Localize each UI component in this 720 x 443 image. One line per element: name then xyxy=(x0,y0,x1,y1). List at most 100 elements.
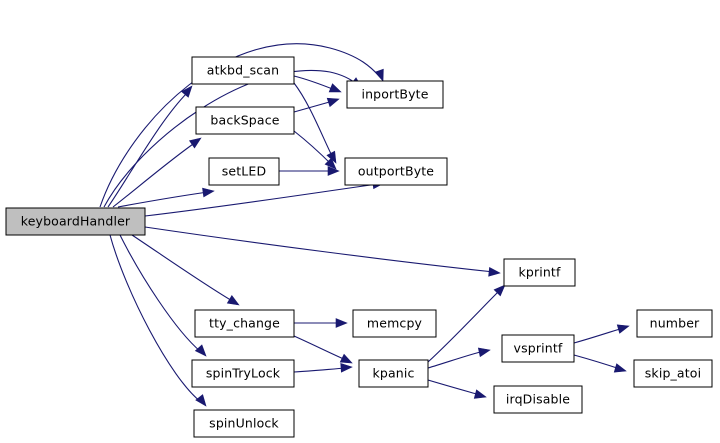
edge-keyboardHandler-to-kprintf xyxy=(144,226,501,277)
edge-tty_change-to-kpanic xyxy=(293,335,353,364)
node-label: inportByte xyxy=(361,87,428,102)
edge-line xyxy=(293,100,334,113)
node-label: kprintf xyxy=(518,265,561,280)
node-label: irqDisable xyxy=(506,392,570,407)
node-tty_change[interactable]: tty_change xyxy=(194,309,295,338)
node-label: atkbd_scan xyxy=(207,63,279,78)
arrowhead-icon xyxy=(488,267,501,277)
node-box[interactable] xyxy=(346,80,444,109)
node-vsprintf[interactable]: vsprintf xyxy=(501,334,575,363)
edge-kpanic-to-vsprintf xyxy=(427,347,491,369)
edge-line xyxy=(103,69,359,208)
node-box[interactable] xyxy=(191,56,295,85)
node-spinUnlock[interactable]: spinUnlock xyxy=(193,409,295,438)
node-box[interactable] xyxy=(208,157,280,186)
edge-line xyxy=(573,327,624,344)
node-label: number xyxy=(650,316,700,331)
node-backSpace[interactable]: backSpace xyxy=(195,106,295,135)
edge-line xyxy=(112,141,197,208)
arrowhead-icon xyxy=(473,389,487,399)
node-kpanic[interactable]: kpanic xyxy=(358,359,429,388)
arrowhead-icon xyxy=(340,362,353,373)
node-label: setLED xyxy=(222,164,267,179)
node-skip_atoi[interactable]: skip_atoi xyxy=(633,359,713,388)
arrowhead-icon xyxy=(202,187,215,198)
node-box[interactable] xyxy=(352,309,437,338)
edge-keyboardHandler-to-backSpace xyxy=(112,137,202,208)
node-box[interactable] xyxy=(636,309,713,338)
arrowhead-icon xyxy=(616,324,630,334)
arrowhead-icon xyxy=(477,347,491,358)
node-box[interactable] xyxy=(503,258,576,287)
edge-tty_change-to-memcpy xyxy=(294,318,348,328)
arrowhead-icon xyxy=(339,353,353,364)
node-label: tty_change xyxy=(209,316,280,331)
node-box[interactable] xyxy=(193,409,295,438)
arrowhead-icon xyxy=(335,318,348,328)
node-label: skip_atoi xyxy=(645,366,701,381)
arrowhead-icon xyxy=(195,394,207,407)
node-box[interactable] xyxy=(633,359,713,388)
arrowhead-icon xyxy=(328,83,342,93)
node-box[interactable] xyxy=(5,207,146,236)
edge-line xyxy=(99,43,381,208)
edge-backSpace-to-outportByte xyxy=(293,130,337,170)
edge-line xyxy=(144,226,495,273)
node-kprintf[interactable]: kprintf xyxy=(503,258,576,287)
node-irqDisable[interactable]: irqDisable xyxy=(493,385,583,414)
node-box[interactable] xyxy=(191,359,295,388)
edge-setLED-to-outportByte xyxy=(279,166,340,176)
node-box[interactable] xyxy=(194,309,295,338)
edge-kpanic-to-irqDisable xyxy=(427,379,487,399)
edge-keyboardHandler-to-setLED xyxy=(117,187,215,208)
node-keyboardHandler[interactable]: keyboardHandler xyxy=(5,207,146,236)
edge-line xyxy=(119,234,202,353)
nodes-layer: keyboardHandler atkbd_scan backSpace setLED… xyxy=(5,56,713,438)
node-box[interactable] xyxy=(358,359,429,388)
node-box[interactable] xyxy=(344,157,448,186)
edge-line xyxy=(573,354,621,370)
arrowhead-icon xyxy=(493,284,506,297)
edge-atkbd_scan-to-inportByte xyxy=(293,75,342,93)
node-box[interactable] xyxy=(195,106,295,135)
edge-vsprintf-to-number xyxy=(573,324,630,344)
edge-line xyxy=(293,367,347,373)
edge-backSpace-to-inportByte xyxy=(293,97,340,113)
edge-vsprintf-to-skip_atoi xyxy=(573,354,627,373)
node-spinTryLock[interactable]: spinTryLock xyxy=(191,359,295,388)
arrowhead-icon xyxy=(374,68,384,82)
arrowhead-icon xyxy=(613,363,627,373)
node-label: backSpace xyxy=(210,113,279,128)
edge-line xyxy=(293,130,333,166)
node-box[interactable] xyxy=(501,334,575,363)
node-memcpy[interactable]: memcpy xyxy=(352,309,437,338)
edge-keyboardHandler-to-tty_change xyxy=(131,234,240,306)
node-label: keyboardHandler xyxy=(21,214,131,229)
node-label: spinUnlock xyxy=(209,416,279,431)
node-box[interactable] xyxy=(493,385,583,414)
node-atkbd_scan[interactable]: atkbd_scan xyxy=(191,56,295,85)
edge-line xyxy=(109,234,202,403)
edge-line xyxy=(117,191,209,208)
edge-line xyxy=(144,183,379,217)
arrowhead-icon xyxy=(181,85,193,98)
edge-keyboardHandler-to-atkbd_scan xyxy=(107,85,193,208)
node-setLED[interactable]: setLED xyxy=(208,157,280,186)
edge-atkbd_scan-to-outportByte xyxy=(293,82,337,164)
edge-line xyxy=(293,335,347,361)
edge-spinTryLock-to-kpanic xyxy=(293,362,353,373)
node-inportByte[interactable]: inportByte xyxy=(346,80,444,109)
edge-keyboardHandler-to-spinUnlock xyxy=(109,234,207,407)
edge-keyboardHandler-to-inportByte xyxy=(99,43,384,208)
node-number[interactable]: number xyxy=(636,309,713,338)
node-label: kpanic xyxy=(372,366,414,381)
node-label: spinTryLock xyxy=(206,366,281,381)
edge-line xyxy=(131,234,235,303)
edge-keyboardHandler-to-spinTryLock xyxy=(119,234,207,357)
arrowhead-icon xyxy=(324,157,337,170)
edge-line xyxy=(107,91,189,208)
node-outportByte[interactable]: outportByte xyxy=(344,157,448,186)
node-label: memcpy xyxy=(367,316,423,331)
